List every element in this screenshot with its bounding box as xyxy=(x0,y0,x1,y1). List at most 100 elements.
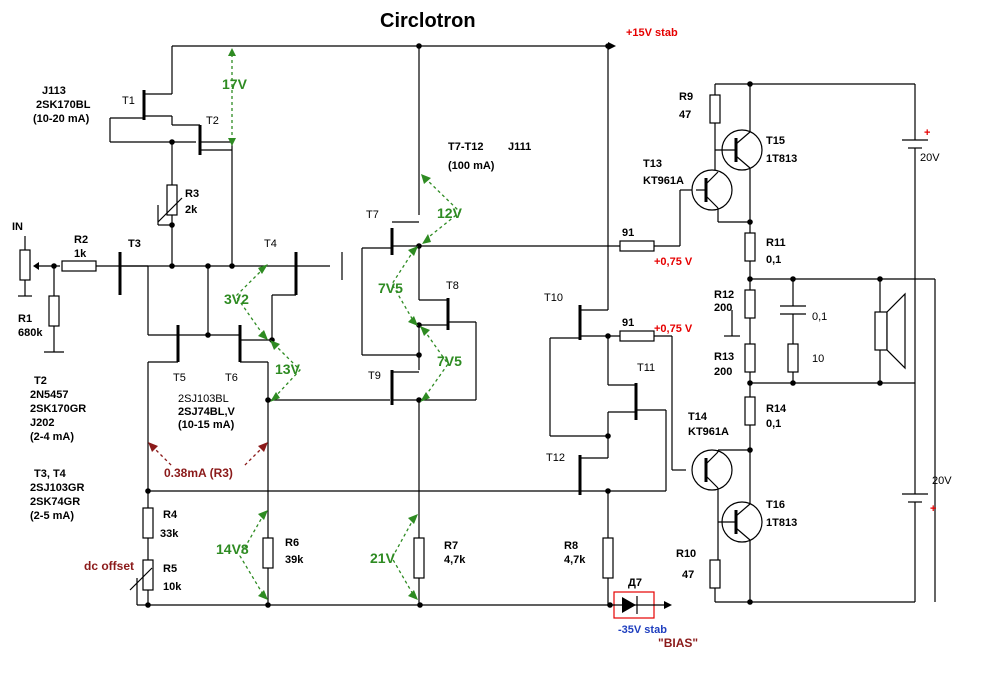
voltage-annotations: 17V 12V 3V2 13V 7V5 7V5 14V8 21V xyxy=(216,48,463,600)
r2-label: R2 xyxy=(74,234,88,246)
r7-value: 4,7k xyxy=(444,554,466,566)
v17-label: 17V xyxy=(222,76,248,92)
r13-label: R13 xyxy=(714,351,734,363)
r8-resistor xyxy=(602,537,614,579)
r91-lower xyxy=(619,330,655,342)
battery-lower-label: 20V xyxy=(932,475,952,487)
t1t2-current: (10-20 mA) xyxy=(33,113,90,125)
r5-resistor xyxy=(142,559,154,591)
dc-offset-label: dc offset xyxy=(84,559,134,573)
r12-value: 200 xyxy=(714,302,732,314)
r9-value: 47 xyxy=(679,109,691,121)
t2-label: T2 xyxy=(206,115,219,127)
r4-label: R4 xyxy=(163,509,178,521)
r11-value: 0,1 xyxy=(766,254,781,266)
r14-label: R14 xyxy=(766,403,787,415)
t10-label: T10 xyxy=(544,292,563,304)
lower-network: R4 33k R5 10k R6 39k dc offset xyxy=(84,488,613,608)
t2-current: (2-4 mA) xyxy=(30,431,74,443)
t2-part1: 2N5457 xyxy=(30,389,69,401)
r2-resistor xyxy=(61,260,97,272)
t1t2-type: J113 xyxy=(42,85,66,97)
t3t4-part1: 2SJ103GR xyxy=(30,482,84,494)
r5-label: R5 xyxy=(163,563,177,575)
t15-label: T15 xyxy=(766,135,785,147)
t5-label: T5 xyxy=(173,372,186,384)
r11-resistor xyxy=(744,232,756,262)
r5-value: 10k xyxy=(163,581,182,593)
t2-note: T2 xyxy=(34,375,47,387)
input-pot xyxy=(19,249,31,281)
t16-type: 1T813 xyxy=(766,517,797,529)
r9-label: R9 xyxy=(679,91,693,103)
t3-t4-pair: T3 T4 xyxy=(118,238,343,340)
neg-rail-label: -35V stab xyxy=(618,624,667,636)
diagram-title: Circlotron xyxy=(380,10,476,32)
v14v8-label: 14V8 xyxy=(216,541,249,557)
t13-label: T13 xyxy=(643,158,662,170)
pos-rail xyxy=(171,42,616,310)
t3-label: T3 xyxy=(128,238,141,250)
t1-t2-source: T1 T2 R3 2k J113 2SK170BL (10-20 mA) xyxy=(33,85,233,266)
t13-transistor xyxy=(691,169,733,211)
t8-label: T8 xyxy=(446,280,459,292)
t6-label: T6 xyxy=(225,372,238,384)
r13-value: 200 xyxy=(714,366,732,378)
t3t4-note: T3, T4 xyxy=(34,468,67,480)
r7-label: R7 xyxy=(444,540,458,552)
t13-type: KT961A xyxy=(643,175,684,187)
r12-label: R12 xyxy=(714,289,734,301)
r3-resistor xyxy=(166,184,178,216)
v21-label: 21V xyxy=(370,550,396,566)
r4-resistor xyxy=(142,507,154,539)
battery-upper-plus: + xyxy=(924,127,930,139)
r2-value: 1k xyxy=(74,248,87,260)
t14-type: KT961A xyxy=(688,426,729,438)
t12-label: T12 xyxy=(546,452,565,464)
t3t4-current: (2-5 mA) xyxy=(30,510,74,522)
v12-label: 12V xyxy=(437,205,463,221)
bias-diode: Д7 -35V stab "BIAS" xyxy=(610,577,698,650)
j111-label: J111 xyxy=(508,141,531,153)
r1-label: R1 xyxy=(18,313,32,325)
t1-label: T1 xyxy=(122,95,135,107)
diode-label: Д7 xyxy=(628,577,642,589)
v3v2-label: 3V2 xyxy=(224,291,249,307)
t14-label: T14 xyxy=(688,411,708,423)
t7-t8-t9-column: T7 T8 T9 R7 4,7k T7-T12 J111 (100 mA) xyxy=(361,141,620,605)
r10ohm-value: 10 xyxy=(812,353,824,365)
r6-resistor xyxy=(262,537,274,569)
v075-upper: +0,75 V xyxy=(654,256,693,268)
pos-rail-label: +15V stab xyxy=(626,27,678,39)
v7v5-lower: 7V5 xyxy=(437,353,462,369)
part-notes: T2 2N5457 2SK170GR J202 (2-4 mA) T3, T4 … xyxy=(30,375,86,522)
r8-label: R8 xyxy=(564,540,578,552)
t3t4-part2: 2SK74GR xyxy=(30,496,80,508)
r-10ohm xyxy=(787,343,799,373)
r7-resistor xyxy=(413,537,425,579)
input-label: IN xyxy=(12,221,23,233)
t10-t11-t12-column: T10 T11 T12 R8 4,7k xyxy=(544,292,667,605)
t2-part3: J202 xyxy=(30,417,54,429)
t15-type: 1T813 xyxy=(766,153,797,165)
t14-transistor xyxy=(691,449,733,491)
v7v5-upper: 7V5 xyxy=(378,280,403,296)
r12-resistor xyxy=(744,289,756,319)
v075-lower: +0,75 V xyxy=(654,323,693,335)
r8-value: 4,7k xyxy=(564,554,586,566)
r13-resistor xyxy=(744,343,756,373)
r3-value: 2k xyxy=(185,204,198,216)
t16-label: T16 xyxy=(766,499,785,511)
input-stage: IN R2 1k R1 680k xyxy=(12,221,120,353)
current-note-label: 0.38mA (R3) xyxy=(164,466,233,480)
r91-upper-label: 91 xyxy=(622,227,634,239)
t11-label: T11 xyxy=(637,362,655,374)
r1-resistor xyxy=(48,295,60,327)
battery-upper-label: 20V xyxy=(920,152,940,164)
r6-value: 39k xyxy=(285,554,304,566)
r9-resistor xyxy=(709,94,721,124)
t9-label: T9 xyxy=(368,370,381,382)
r10-resistor xyxy=(709,559,721,589)
